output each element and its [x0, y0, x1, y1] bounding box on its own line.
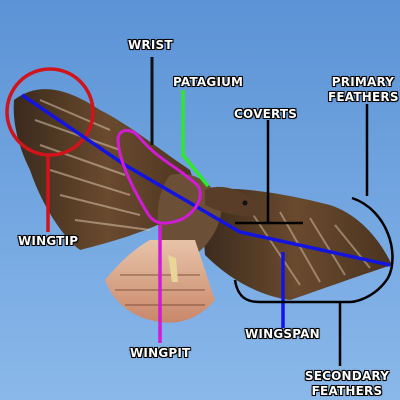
primary-feathers-label-line1: PRIMARY: [331, 75, 395, 89]
wingtip-label: WINGTIP: [18, 234, 79, 248]
patagium-marker: [181, 90, 210, 188]
coverts-leader-line: [235, 120, 303, 225]
secondary-feathers-label-line2: FEATHERS: [311, 384, 383, 398]
wingpit-outline-marker: [116, 129, 202, 225]
wingtip-circle-marker: [5, 67, 95, 157]
secondary-feathers-bracket: [233, 279, 350, 304]
hawk-eye: [242, 200, 248, 206]
primary-feathers-label-line2: FEATHERS: [328, 90, 399, 104]
coverts-label: COVERTS: [234, 107, 298, 121]
primary-feathers-label: PRIMARY FEATHERS: [328, 75, 398, 105]
hawk-head: [205, 186, 260, 217]
wingpit-label: WINGPIT: [130, 346, 191, 360]
hawk-legs: [168, 255, 178, 282]
wrist-label: WRIST: [128, 38, 173, 52]
primary-feathers-bracket: [349, 196, 394, 304]
patagium-label: PATAGIUM: [173, 75, 244, 89]
wingspan-line-marker: [21, 93, 391, 267]
secondary-feathers-label: SECONDARY FEATHERS: [304, 369, 390, 399]
secondary-feathers-label-line1: SECONDARY: [304, 369, 390, 383]
wingspan-label: WINGSPAN: [245, 327, 320, 341]
